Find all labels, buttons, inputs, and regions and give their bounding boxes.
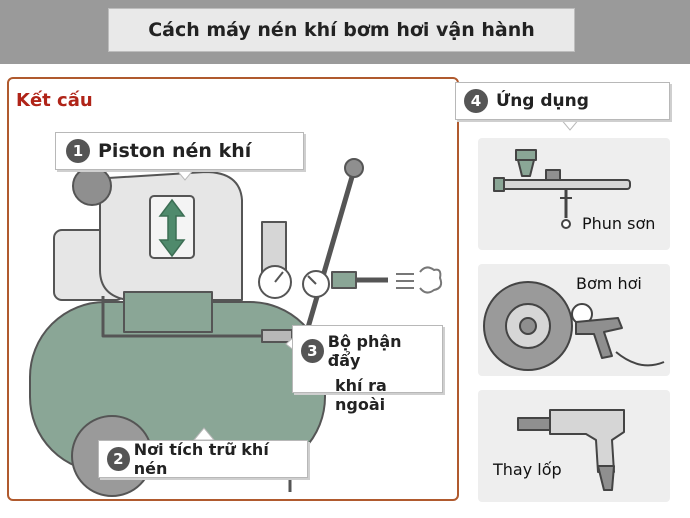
callout-outlet: 3 Bộ phận đẩy khí ra ngoài bbox=[292, 325, 443, 414]
callout-piston: 1 Piston nén khí bbox=[55, 132, 304, 170]
app-card-spray-painting bbox=[478, 138, 670, 250]
air-flow-icon bbox=[396, 266, 443, 294]
air-compressor-illustration bbox=[29, 158, 388, 497]
handle-bar bbox=[297, 169, 357, 356]
callout-label-line2: khí ra ngoài bbox=[335, 376, 387, 414]
callout-storage-tank: 2 Nơi tích trữ khí nén bbox=[98, 440, 308, 478]
app-label-inflation: Bơm hơi bbox=[576, 274, 642, 293]
callout-number: 4 bbox=[464, 89, 488, 113]
callout-applications: 4 Ứng dụng bbox=[455, 82, 670, 120]
callout-label: Nơi tích trữ khí nén bbox=[133, 440, 269, 478]
page-title: Cách máy nén khí bơm hơi vận hành bbox=[108, 8, 575, 52]
callout-label: Piston nén khí bbox=[98, 140, 252, 162]
callout-number: 1 bbox=[66, 139, 90, 163]
pipe-joint bbox=[261, 329, 293, 343]
pipe bbox=[101, 296, 268, 338]
callout-number: 2 bbox=[107, 447, 130, 471]
callout-number: 3 bbox=[301, 339, 324, 363]
motor-base bbox=[123, 291, 213, 333]
up-down-arrow-icon bbox=[158, 198, 186, 258]
pulley bbox=[72, 166, 112, 206]
app-card-tire-change bbox=[478, 390, 670, 502]
app-label-tire-change: Thay lốp bbox=[493, 460, 562, 479]
structure-heading: Kết cấu bbox=[16, 90, 93, 111]
outlet-valve bbox=[331, 271, 357, 289]
app-label-spray-painting: Phun sơn bbox=[582, 214, 656, 233]
handle-knob bbox=[344, 158, 364, 178]
applications-heading: Ứng dụng bbox=[496, 91, 589, 111]
callout-label-line1: Bộ phận đẩy bbox=[327, 332, 402, 370]
